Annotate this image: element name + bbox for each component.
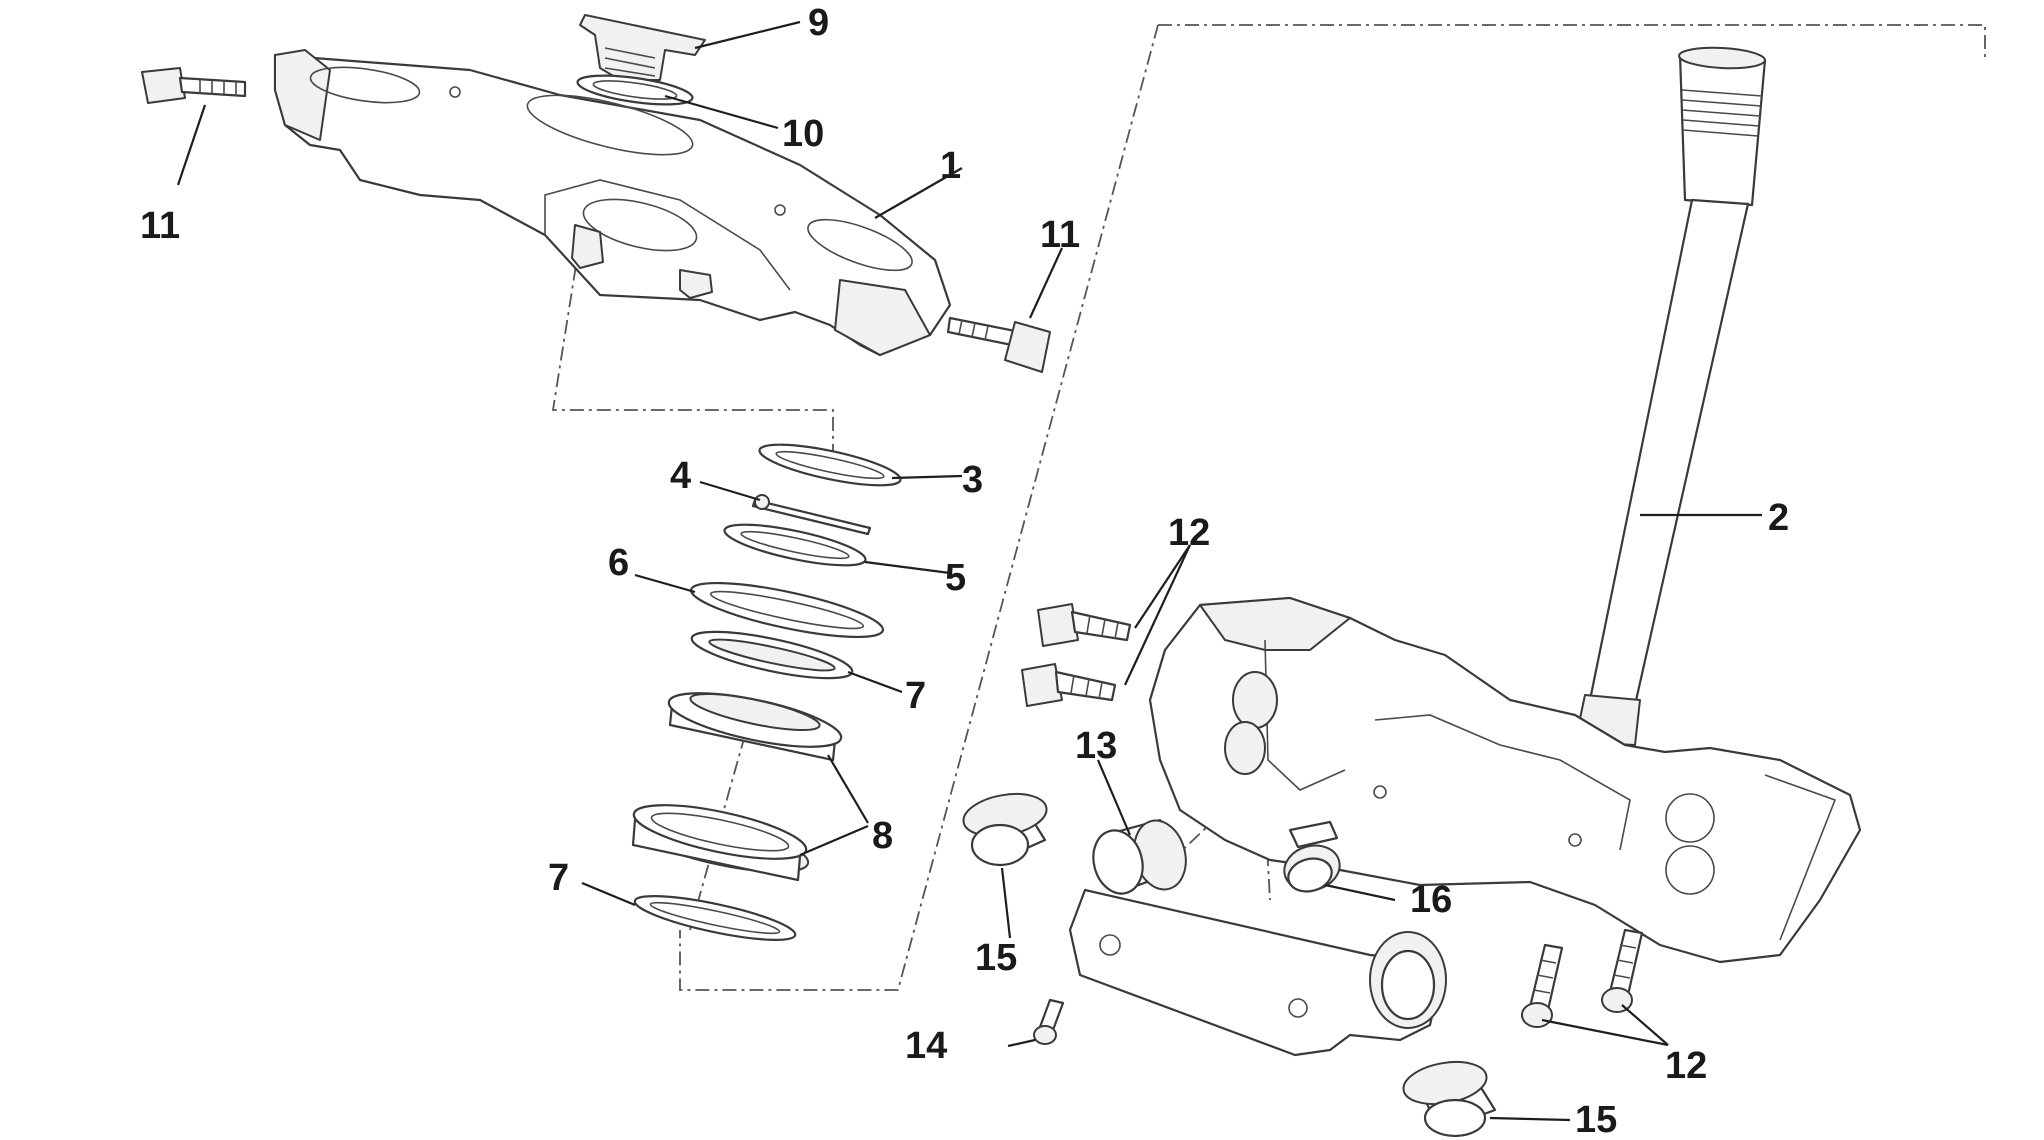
label-upper-yoke: 1 [940,145,961,187]
label-part-6: 6 [608,542,629,584]
bracket [1068,888,1447,1057]
plug-15-left [962,792,1048,867]
washer-part [576,74,694,106]
leader-lines [176,20,1762,1122]
label-screw-11-right: 11 [1040,214,1080,256]
screws-12-upper [1021,603,1132,707]
label-screws-12-upper: 12 [1168,512,1210,554]
label-seal-7-upper: 7 [905,675,926,717]
label-pin-16: 16 [1410,879,1452,921]
label-part-3: 3 [962,459,983,501]
label-stem: 2 [1768,497,1789,539]
bearing-8-upper [667,692,843,762]
cap-part [579,14,706,81]
part-6 [689,581,885,639]
plug-15-lower [1402,1060,1497,1138]
label-bearing-8: 8 [872,815,893,857]
label-plug-15-lower: 15 [1575,1099,1617,1140]
upper-triple-clamp [273,49,952,357]
label-part-5: 5 [945,557,966,599]
part-5 [723,523,867,567]
steering-stem [1574,46,1767,746]
seal-7-upper [690,630,854,680]
screw-11-right [946,316,1051,373]
bearing-8-lower [631,804,810,882]
label-cap: 9 [808,2,829,44]
spacer-13 [1092,818,1187,895]
label-screw-11-left: 11 [140,205,180,247]
label-washer: 10 [782,113,824,155]
label-part-4: 4 [670,455,691,497]
seal-7-lower [633,895,797,941]
screws-12-lower [1521,928,1644,1028]
screw-14 [1033,998,1065,1045]
callout-labels: 9 10 11 1 11 2 3 4 5 6 7 8 7 12 12 13 14… [140,2,1789,1140]
part-3 [758,443,902,487]
label-plug-15-left: 15 [975,937,1017,979]
pin-16 [1283,820,1341,893]
label-screws-12-lower: 12 [1665,1045,1707,1087]
label-seal-7-lower: 7 [548,857,569,899]
label-screw-14: 14 [905,1025,947,1067]
label-spacer-13: 13 [1075,725,1117,767]
screw-11-left [141,67,247,104]
lower-triple-clamp [1148,596,1862,964]
